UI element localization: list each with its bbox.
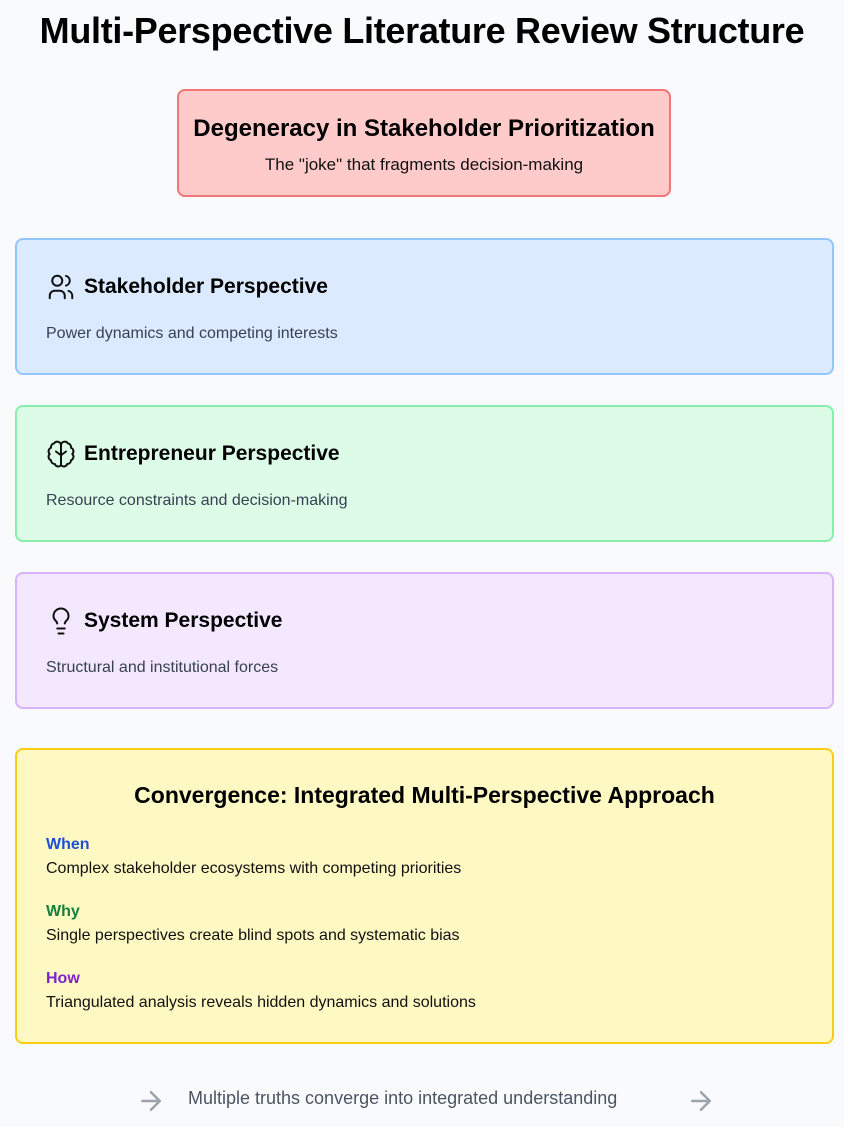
entrepreneur-perspective-box: Entrepreneur Perspective Resource constr… — [15, 405, 834, 542]
how-label: How — [46, 970, 80, 987]
problem-title: Degeneracy in Stakeholder Prioritization — [193, 115, 655, 142]
users-icon — [46, 272, 76, 302]
system-perspective-box: System Perspective Structural and instit… — [15, 572, 834, 709]
convergence-title: Convergence: Integrated Multi-Perspectiv… — [134, 782, 715, 808]
perspective-title: Entrepreneur Perspective — [84, 442, 340, 465]
footer-text: Multiple truths converge into integrated… — [188, 1088, 618, 1108]
how-text: Triangulated analysis reveals hidden dyn… — [46, 994, 476, 1011]
convergence-how: How Triangulated analysis reveals hidden… — [46, 970, 476, 1012]
convergence-why: Why Single perspectives create blind spo… — [46, 903, 460, 945]
arrow-right-icon — [686, 1086, 716, 1116]
problem-subtitle: The "joke" that fragments decision-makin… — [264, 155, 584, 174]
perspective-title: System Perspective — [84, 609, 283, 632]
problem-box: Degeneracy in Stakeholder Prioritization… — [177, 89, 671, 197]
convergence-box: Convergence: Integrated Multi-Perspectiv… — [15, 748, 834, 1044]
when-label: When — [46, 836, 90, 853]
footer: Multiple truths converge into integrated… — [0, 1082, 844, 1122]
perspective-description: Structural and institutional forces — [46, 659, 279, 676]
brain-icon — [46, 439, 76, 469]
stakeholder-perspective-box: Stakeholder Perspective Power dynamics a… — [15, 238, 834, 375]
page-title: Multi-Perspective Literature Review Stru… — [39, 10, 805, 51]
perspective-description: Power dynamics and competing interests — [46, 325, 338, 342]
lightbulb-icon — [46, 606, 76, 636]
convergence-when: When Complex stakeholder ecosystems with… — [46, 836, 461, 878]
when-text: Complex stakeholder ecosystems with comp… — [46, 860, 462, 877]
why-text: Single perspectives create blind spots a… — [46, 927, 460, 944]
perspective-description: Resource constraints and decision-making — [46, 492, 348, 509]
why-label: Why — [46, 903, 80, 920]
arrow-right-icon — [136, 1086, 166, 1116]
perspective-title: Stakeholder Perspective — [84, 275, 328, 298]
